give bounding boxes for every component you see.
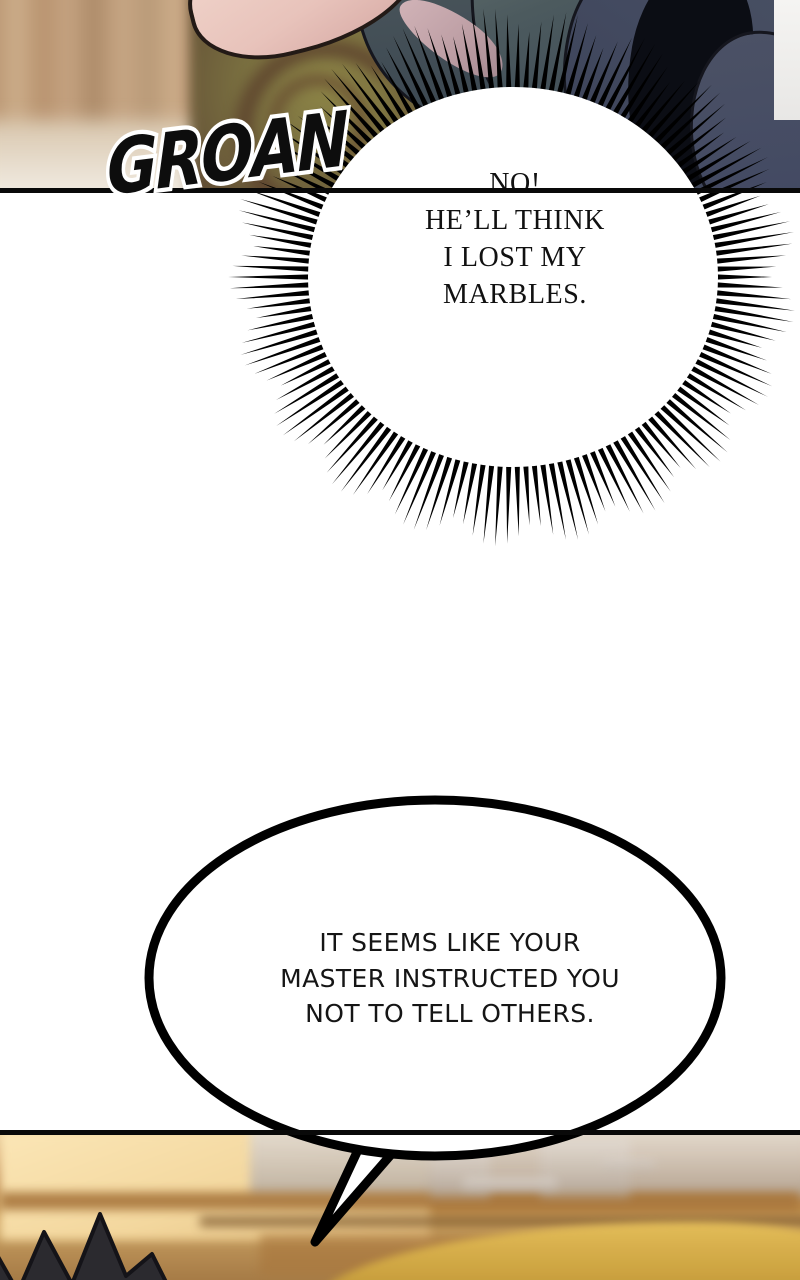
speech-bubble-text: IT SEEMS LIKE YOUR MASTER INSTRUCTED YOU… [280,928,620,1028]
blurred-light-sliver-b [600,1160,656,1170]
blurred-beam [200,1216,800,1227]
flash-thought-bubble [228,8,795,547]
speech-bubble-outline [144,795,726,1161]
speech-bubble-tail-join [366,1090,408,1138]
blurred-light-sliver-a [462,1178,558,1190]
bottom-artwork-panel [0,1130,800,1280]
flash-bubble-text: NO! HE’LL THINK I LOST MY MARBLES. [424,168,605,310]
flash-bubble-fill [308,87,718,467]
spiky-hair-shape [0,1212,168,1280]
panel-right-light-edge [774,0,800,120]
character-spiky-hair [0,1188,270,1280]
bottom-panel-top-border [0,1130,800,1135]
top-panel-bottom-border [0,188,800,193]
